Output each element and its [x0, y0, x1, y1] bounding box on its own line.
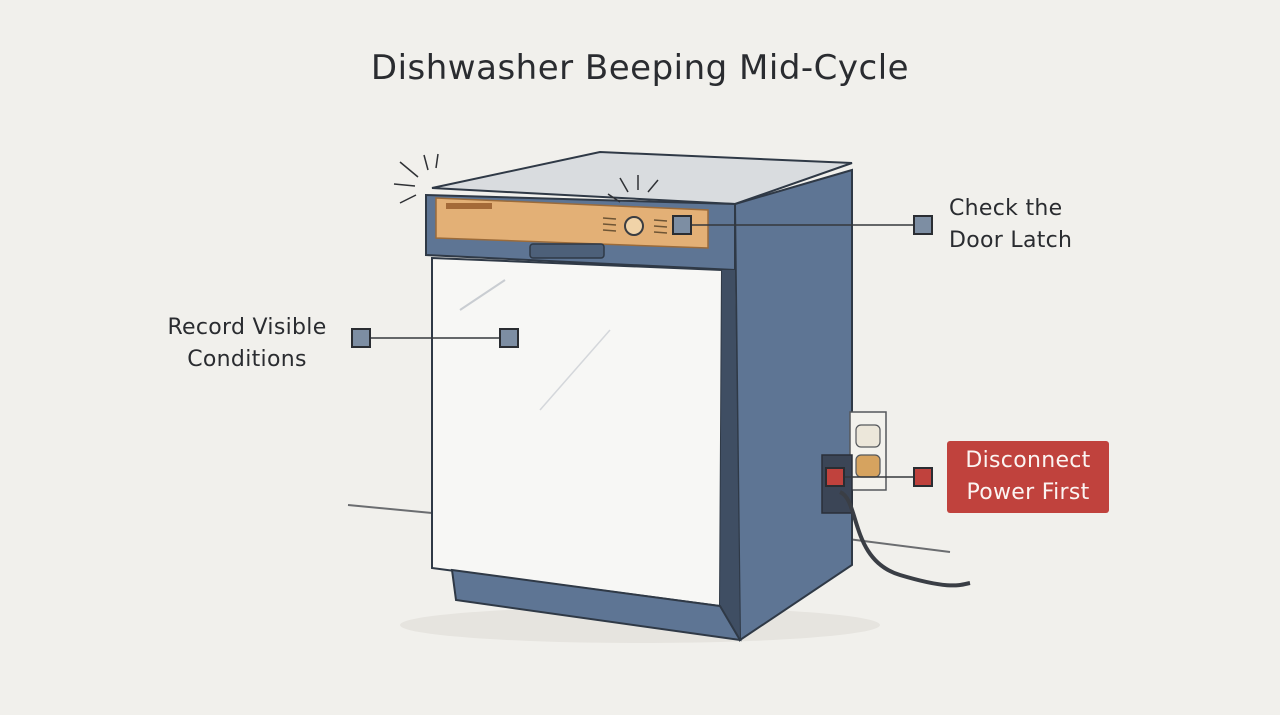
wall-outlet-plate [849, 411, 887, 491]
power-cord [838, 490, 971, 588]
panel-display [446, 203, 492, 209]
callout-record-conditions: Record Visible Conditions [150, 312, 344, 376]
power-marker-end [913, 467, 933, 487]
callout-power-line-2: Power First [966, 480, 1090, 505]
control-panel [435, 197, 709, 249]
door-handle [529, 243, 605, 259]
dishwasher-top [431, 150, 853, 206]
dishwasher-side-panel [733, 168, 853, 642]
callout-power-line-1: Disconnect [965, 448, 1091, 473]
dial-knob [624, 216, 644, 236]
beep-lines-left [393, 153, 439, 204]
callout-record-line-2: Conditions [187, 347, 307, 372]
callout-door-latch: Check the Door Latch [949, 193, 1072, 257]
record-marker-end [499, 328, 519, 348]
beep-lines-center [607, 175, 659, 203]
record-marker-start [351, 328, 371, 348]
diagram-title: Dishwasher Beeping Mid-Cycle [370, 48, 910, 88]
door-edge [720, 270, 740, 640]
callout-record-line-1: Record Visible [167, 315, 327, 340]
power-marker-start [825, 467, 845, 487]
latch-marker-start [672, 215, 692, 235]
callout-disconnect-power: Disconnect Power First [947, 441, 1109, 513]
door-glare [459, 279, 506, 311]
floor-line-right [839, 537, 951, 553]
floor-line-left [347, 504, 433, 514]
latch-marker-end [913, 215, 933, 235]
dishwasher-door [431, 256, 724, 608]
outlet-socket-upper [855, 424, 881, 448]
callout-door-latch-line-2: Door Latch [949, 228, 1073, 253]
outlet-socket-lower [855, 454, 881, 478]
door-glare-2 [539, 329, 611, 411]
kick-plate [450, 568, 742, 642]
panel-buttons [602, 217, 668, 234]
callout-door-latch-line-1: Check the [949, 196, 1063, 221]
